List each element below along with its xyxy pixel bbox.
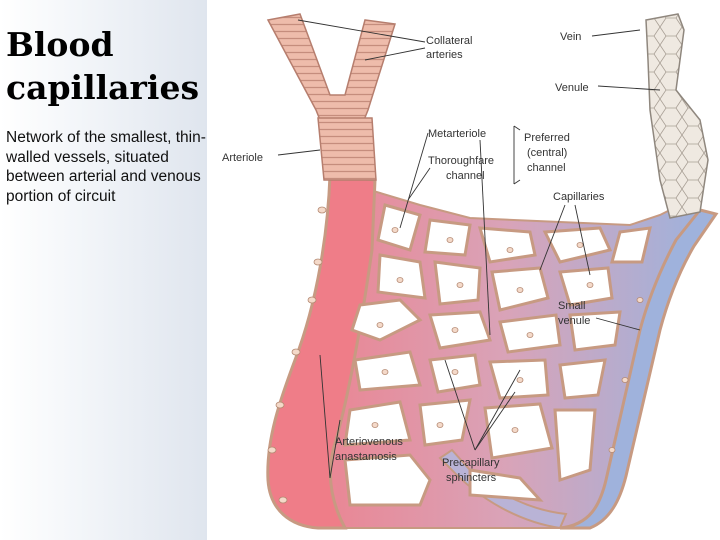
slide-body: Network of the smallest, thin- walled ve… [6,128,208,206]
vein-vessel [646,14,708,218]
capillary-bed-illustration: Collateral arteries Vein Venule Arteriol… [207,0,720,540]
label-preferred-channel: Preferred (central) channel [524,132,573,174]
label-thoroughfare-channel: Thoroughfare channel [428,155,497,182]
slide-title: Blood capillaries [6,24,206,110]
collateral-arteries [268,14,395,180]
label-metarteriole: Metarteriole [428,128,486,140]
label-vein: Vein [560,31,581,43]
capillary-bed-diagram: Collateral arteries Vein Venule Arteriol… [207,0,720,540]
label-capillaries: Capillaries [553,191,605,203]
label-venule: Venule [555,82,589,94]
label-collateral-arteries: Collateral arteries [426,35,476,61]
label-arteriole: Arteriole [222,152,263,164]
